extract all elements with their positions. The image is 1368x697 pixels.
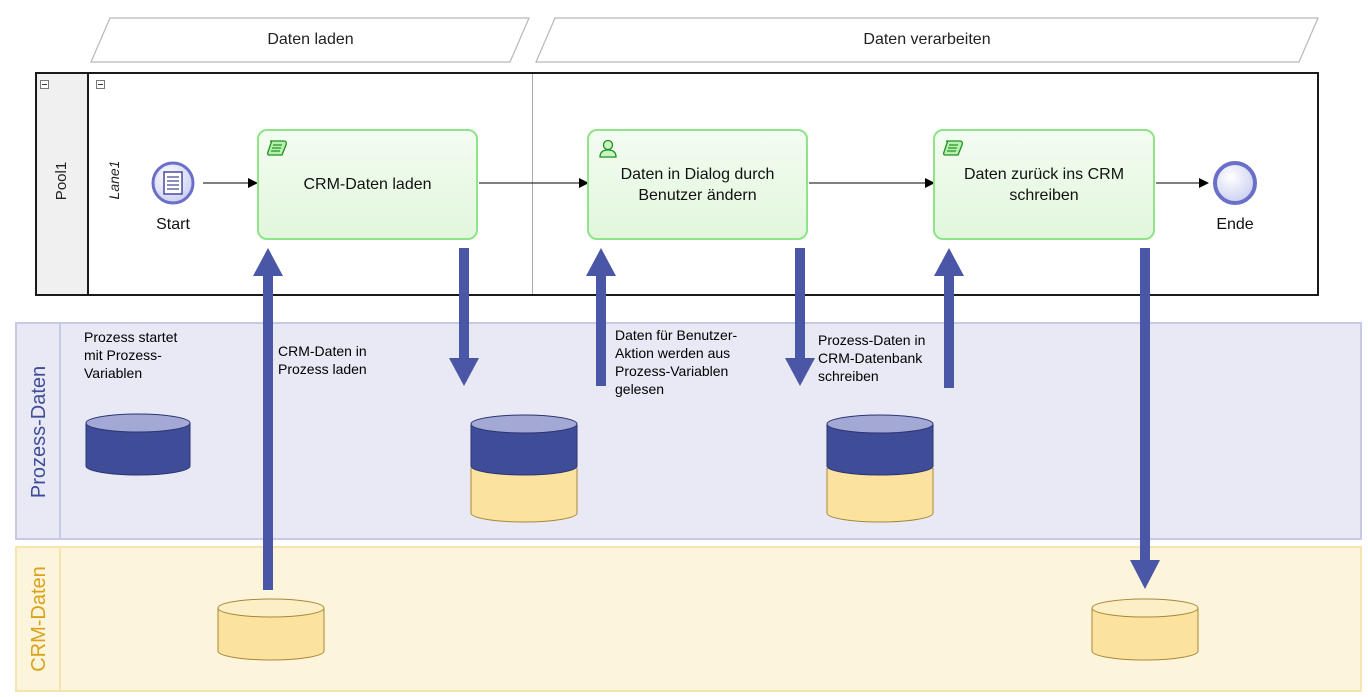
start-event[interactable] <box>144 160 202 206</box>
task-label: Daten in Dialog durch Benutzer ändern <box>589 131 806 238</box>
document-icon <box>163 171 183 195</box>
task-label-line: Daten zurück ins CRM <box>963 165 1125 183</box>
task-label: CRM-Daten laden <box>259 131 476 238</box>
band-process-data <box>15 322 1362 540</box>
task-label-line: schreiben <box>1009 186 1079 204</box>
note-prozess-daten-in-crm-datenbank: Prozess-Daten in CRM-Datenbank schreiben <box>818 332 926 384</box>
task-daten-zurueck-ins-crm[interactable]: Daten zurück ins CRM schreiben <box>933 129 1155 240</box>
end-event-label: Ende <box>1216 216 1254 233</box>
task-label: Daten zurück ins CRM schreiben <box>935 131 1153 238</box>
end-event[interactable] <box>1206 160 1264 206</box>
task-label-line: Daten in Dialog durch <box>620 165 775 183</box>
task-daten-in-dialog[interactable]: Daten in Dialog durch Benutzer ändern <box>587 129 808 240</box>
pool-collapse-icon[interactable] <box>40 80 49 89</box>
note-crm-daten-in-prozess-laden: CRM-Daten in Prozess laden <box>278 343 367 377</box>
task-label-line: CRM-Daten laden <box>303 176 432 193</box>
phase-header-daten-verarbeiten: Daten verarbeiten <box>533 16 1321 64</box>
pool-header <box>37 74 89 294</box>
band-crm-header <box>17 548 61 690</box>
task-label-line: Benutzer ändern <box>638 186 757 204</box>
script-icon <box>267 140 287 156</box>
start-event-label: Start <box>156 216 190 233</box>
pool-label: Pool1 <box>53 161 70 201</box>
band-process-label: Prozess-Daten <box>28 365 50 499</box>
band-process-header <box>17 324 61 538</box>
band-crm-label: CRM-Daten <box>28 566 50 672</box>
task-crm-daten-laden[interactable]: CRM-Daten laden <box>257 129 478 240</box>
user-icon <box>599 139 617 158</box>
lane-label: Lane1 <box>106 160 122 200</box>
note-daten-fuer-benutzer-aktion: Daten für Benutzer- Aktion werden aus Pr… <box>615 327 738 397</box>
phase-header-daten-laden: Daten laden <box>88 16 533 64</box>
lane-collapse-icon[interactable] <box>96 80 105 89</box>
phase-separator <box>532 74 533 294</box>
band-crm-data <box>15 546 1362 692</box>
note-prozess-startet: Prozess startet mit Prozess- Variablen <box>84 329 178 381</box>
script-icon <box>943 140 963 156</box>
phase-label: Daten laden <box>267 31 354 48</box>
phase-label: Daten verarbeiten <box>863 31 991 48</box>
